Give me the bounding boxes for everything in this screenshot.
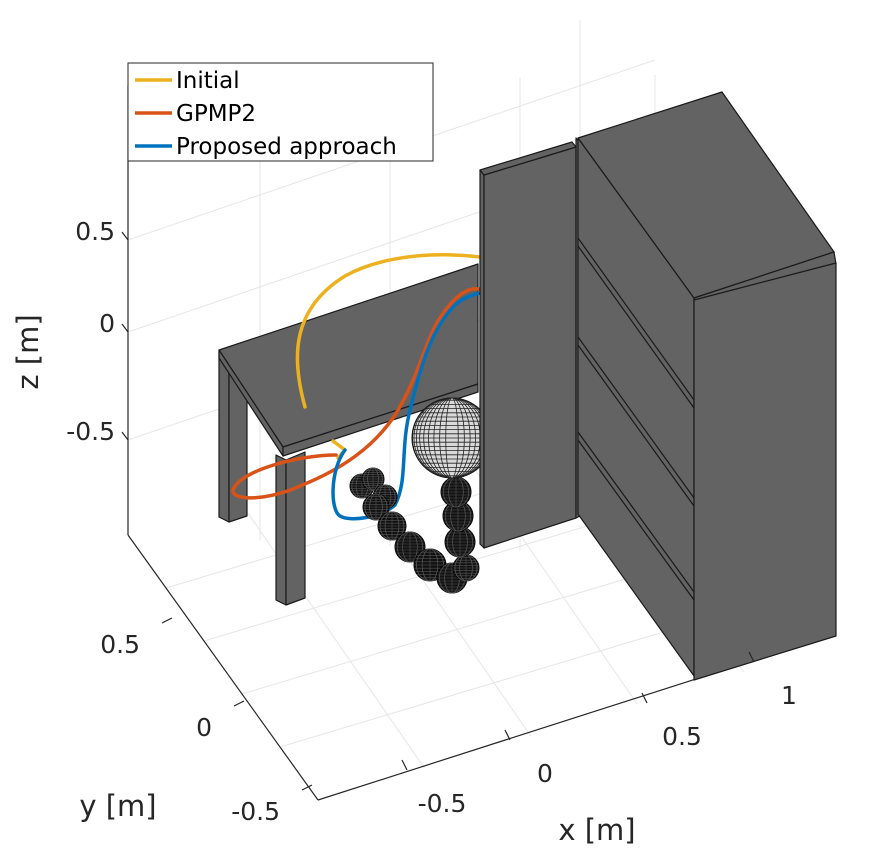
shelf-board-2 — [577, 336, 695, 499]
x-tick-mark — [641, 692, 648, 704]
tick-labels: -0.5 0 0.5 -0.5 0 0.5 -0.5 0 0.5 1 — [66, 217, 797, 826]
z-tick-mark — [121, 231, 129, 241]
z-tick-label: -0.5 — [66, 417, 115, 446]
robot-link-sphere — [361, 467, 385, 491]
y-tick-label: -0.5 — [231, 797, 280, 826]
shelf-board-2b — [577, 344, 695, 507]
legend-entry: Proposed approach — [176, 134, 397, 160]
z-axis-label: z [m] — [11, 314, 45, 389]
z-tick-label: 0 — [99, 309, 115, 338]
y-tick-mark — [301, 784, 313, 791]
table-leg-front-side — [285, 451, 306, 606]
table-leg-front-front — [275, 454, 287, 606]
y-tick-mark — [233, 700, 245, 707]
robot-link-sphere — [377, 511, 407, 541]
x-tick-mark — [748, 651, 755, 663]
x-tick-label: -0.5 — [418, 789, 467, 818]
x-tick-mark — [504, 729, 511, 741]
y-axis-label: y [m] — [79, 789, 156, 823]
y-tick-mark — [161, 617, 173, 624]
y-axis-line — [127, 534, 319, 801]
z-tick-mark — [121, 431, 129, 441]
x-tick-label: 0 — [537, 759, 553, 788]
robot-arm — [349, 397, 493, 594]
x-tick-label: 1 — [781, 681, 797, 710]
grid-line — [243, 507, 425, 769]
robot-link-sphere — [362, 493, 390, 521]
axis-titles: z [m] y [m] x [m] — [11, 314, 636, 847]
bookshelf-obstacle — [479, 91, 837, 681]
shelf-right-panel-front — [693, 262, 837, 681]
z-tick-mark — [121, 323, 129, 333]
robot-link-sphere — [452, 554, 480, 582]
legend-box — [127, 62, 434, 162]
y-tick-label: 0 — [196, 713, 212, 742]
shelf-board-3 — [577, 431, 695, 593]
z-tick-label: 0.5 — [75, 217, 115, 246]
legend-entry: Initial — [176, 68, 240, 94]
x-axis-label: x [m] — [558, 813, 635, 847]
x-tick-mark — [401, 759, 408, 771]
x-tick-label: 0.5 — [662, 722, 702, 751]
robot-link-sphere — [444, 526, 476, 558]
table-leg-back-left-front — [218, 351, 230, 523]
shelf-board-1 — [577, 237, 695, 401]
shelf-board-1b — [577, 245, 695, 409]
y-tick-label: 0.5 — [100, 630, 140, 659]
robot-link-sphere — [440, 476, 472, 508]
shelf-board-3b — [577, 439, 695, 601]
legend-entry: GPMP2 — [176, 101, 256, 127]
shelf-left-panel-front — [483, 146, 577, 549]
